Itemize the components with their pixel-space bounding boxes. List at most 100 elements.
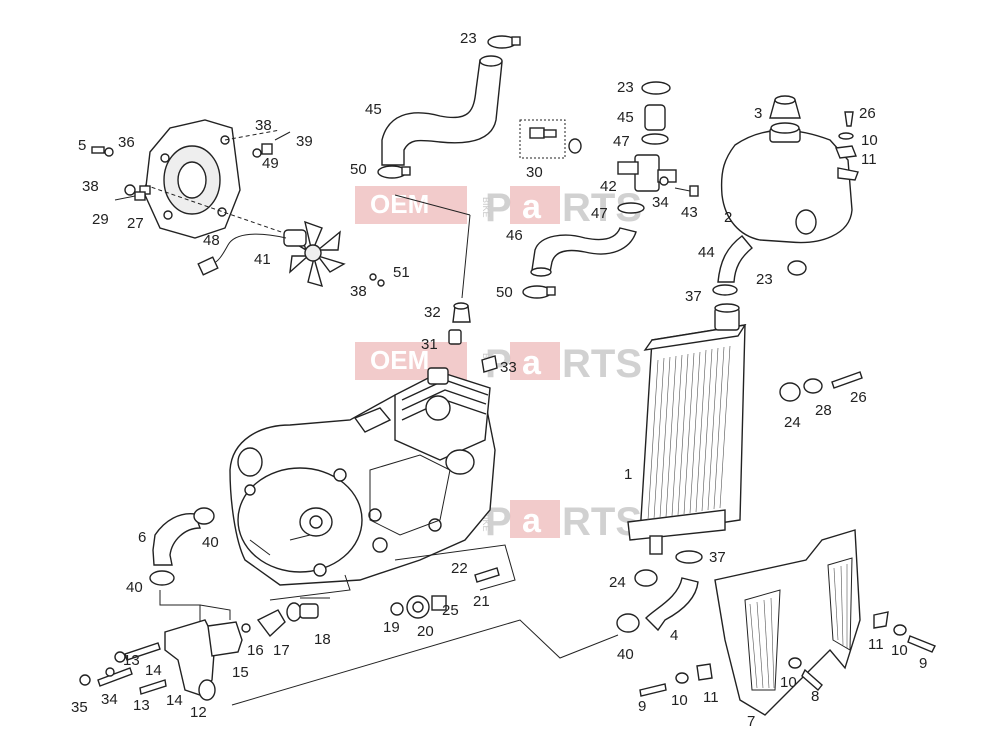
watermark-oem-text: OEM [370,189,429,219]
assembly-line [394,544,516,591]
part-number-43: 43 [681,204,698,221]
part-number-18: 18 [314,631,331,648]
part-number-10: 10 [780,674,797,691]
assembly-line [144,184,291,236]
part-number-14: 14 [145,662,162,679]
part-number-11: 11 [861,151,877,168]
part-number-40: 40 [126,579,143,596]
lower-left-hose [530,227,637,277]
thermostat-parts [448,302,498,373]
cooling-fan [197,220,346,288]
part-number-44: 44 [698,244,715,261]
part-number-10: 10 [671,692,688,709]
part-number-22: 22 [451,560,468,577]
part-number-9: 9 [919,655,927,672]
part-number-7: 7 [747,713,755,730]
part-number-16: 16 [247,642,264,659]
part-number-2: 2 [724,209,732,226]
part-number-34: 34 [652,194,669,211]
watermark-bike-text: BIKE [481,197,491,218]
part-number-25: 25 [442,602,459,619]
part-number-50: 50 [350,161,367,178]
watermark-oem-text: OEM [370,345,429,375]
part-number-10: 10 [861,132,878,149]
part-number-23: 23 [460,30,477,47]
part-number-6: 6 [138,529,146,546]
assembly-line [224,129,281,141]
part-number-29: 29 [92,211,109,228]
part-number-14: 14 [166,692,183,709]
part-number-13: 13 [133,697,150,714]
clamp [487,35,521,49]
part-number-10: 10 [891,642,908,659]
radiator [627,303,747,555]
part-number-39: 39 [296,133,313,150]
part-number-49: 49 [262,155,279,172]
part-number-30: 30 [526,164,543,181]
fan-cover [144,119,241,239]
part-number-35: 35 [71,699,88,716]
part-number-5: 5 [78,137,86,154]
tank-screws [835,111,857,159]
part-number-12: 12 [190,704,207,721]
clamp [616,613,640,633]
tank-hose [717,235,807,283]
clamp [377,165,411,179]
part-number-38: 38 [82,178,99,195]
part-number-19: 19 [383,619,400,636]
part-number-37: 37 [685,288,702,305]
assembly-line [199,604,231,620]
part-number-40: 40 [202,534,219,551]
part-number-13: 13 [123,652,140,669]
watermark-middle: OEM BIKE P a RTS [355,342,642,386]
assembly-line [159,590,201,625]
part-number-45: 45 [365,101,382,118]
watermark-a-text: a [522,188,542,226]
part-number-36: 36 [118,134,135,151]
part-number-9: 9 [638,698,646,715]
part-number-24: 24 [784,414,801,431]
part-number-20: 20 [417,623,434,640]
watermark-rts-text: RTS [562,342,642,386]
part-number-38: 38 [255,117,272,134]
part-number-38: 38 [350,283,367,300]
radiator-cover [714,529,861,716]
clamp [712,284,738,296]
part-number-34: 34 [101,691,118,708]
upper-hose [381,55,503,166]
part-number-26: 26 [850,389,867,406]
clamp [522,285,556,299]
left-hose [149,507,215,586]
part-number-15: 15 [232,664,249,681]
cover-screws [639,611,936,697]
water-pump-housing [164,619,243,701]
part-number-11: 11 [868,636,884,653]
part-number-51: 51 [393,264,410,281]
part-number-41: 41 [254,251,271,268]
part-number-42: 42 [600,178,617,195]
expansion-tank [720,95,859,244]
engine-block [229,367,496,586]
watermark-a-text: a [522,502,542,540]
fan-screws-left [91,131,385,287]
part-number-33: 33 [500,359,517,376]
hose-junction [617,81,699,214]
part-number-26: 26 [859,105,876,122]
radiator-mounts [634,371,863,587]
part-numbers: 23 45 50 23 45 47 30 42 34 43 47 46 50 3… [71,30,927,730]
part-number-40: 40 [617,646,634,663]
part-number-4: 4 [670,627,678,644]
assembly-line [394,194,471,216]
watermark-a-text: a [522,344,542,382]
assembly-line [231,619,619,706]
temperature-sensor [519,119,582,159]
assembly-line [461,214,471,299]
part-number-31: 31 [421,336,438,353]
pump-gears [390,567,500,619]
part-number-24: 24 [609,574,626,591]
part-number-21: 21 [473,593,490,610]
radiator-fins [647,345,731,521]
part-number-47: 47 [613,133,630,150]
part-number-28: 28 [815,402,832,419]
watermark-p-text: P [485,186,512,230]
